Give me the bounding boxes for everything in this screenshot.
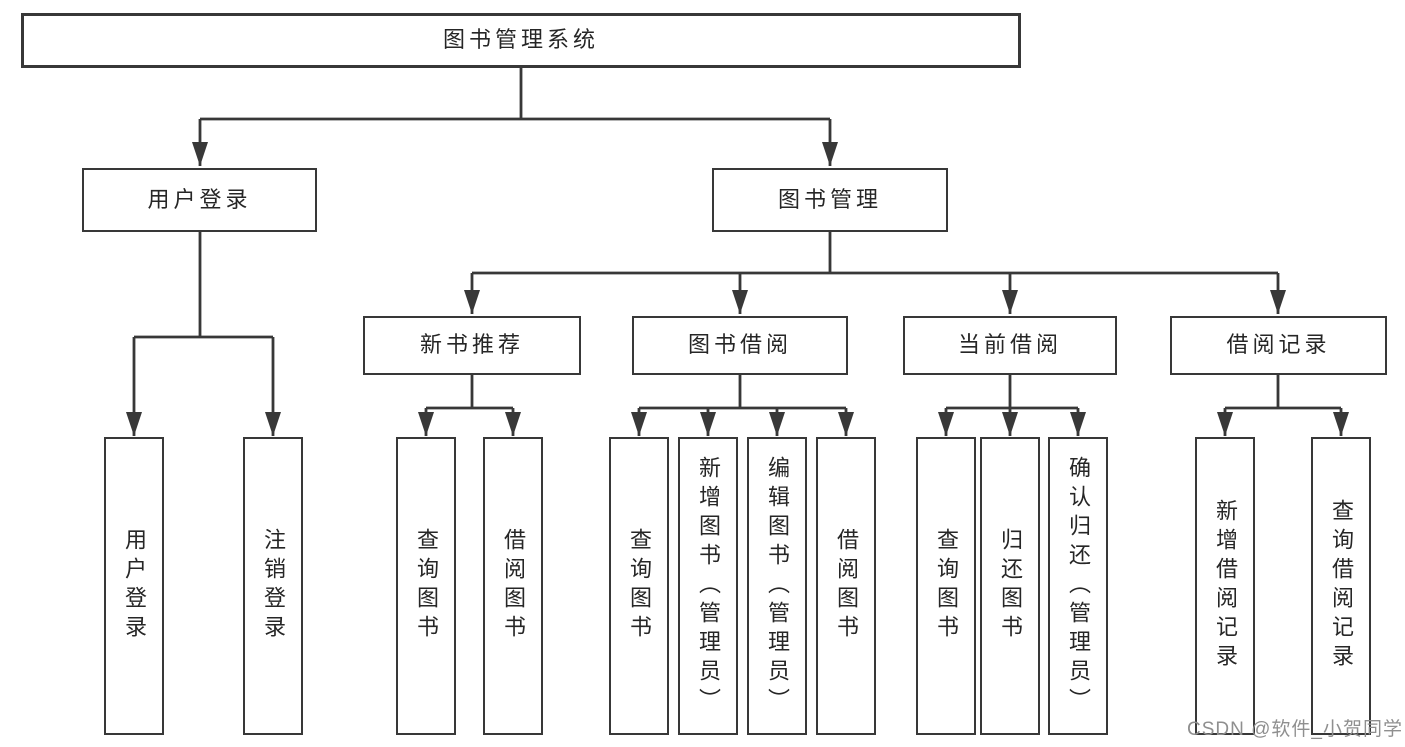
node-label: 查询图书 <box>414 528 439 644</box>
node-borrow-record: 借阅记录 <box>1170 316 1387 375</box>
node-label: 查询图书 <box>627 528 652 644</box>
node-leaf-borrow-book: 借阅图书 <box>816 437 876 735</box>
node-label: 新增图书（管理员） <box>696 455 721 717</box>
node-label: 新增借阅记录 <box>1213 499 1238 673</box>
node-label: 查询借阅记录 <box>1329 499 1354 673</box>
node-leaf-query-borrow-record: 查询借阅记录 <box>1311 437 1371 735</box>
node-leaf-logout: 注销登录 <box>243 437 303 735</box>
node-label: 图书管理系统 <box>442 27 599 53</box>
node-label: 当前借阅 <box>957 332 1062 358</box>
node-leaf-query-book: 查询图书 <box>609 437 669 735</box>
node-user-login: 用户登录 <box>82 168 317 232</box>
node-label: 借阅图书 <box>501 528 526 644</box>
node-leaf-edit-book-admin: 编辑图书（管理员） <box>747 437 807 735</box>
node-system-root: 图书管理系统 <box>21 13 1021 68</box>
node-label: 确认归还（管理员） <box>1066 455 1091 717</box>
watermark: CSDN @软件_小贺同学 <box>1187 719 1403 740</box>
node-label: 借阅记录 <box>1226 332 1331 358</box>
node-label: 新书推荐 <box>419 332 524 358</box>
node-label: 借阅图书 <box>834 528 859 644</box>
node-current-borrow: 当前借阅 <box>903 316 1117 375</box>
node-leaf-user-login: 用户登录 <box>104 437 164 735</box>
node-label: 查询图书 <box>934 528 959 644</box>
node-leaf-query-book: 查询图书 <box>396 437 456 735</box>
node-leaf-query-book: 查询图书 <box>916 437 976 735</box>
node-book-borrow: 图书借阅 <box>632 316 848 375</box>
node-label: 编辑图书（管理员） <box>765 455 790 717</box>
node-leaf-add-borrow-record: 新增借阅记录 <box>1195 437 1255 735</box>
node-leaf-confirm-return-admin: 确认归还（管理员） <box>1048 437 1108 735</box>
node-label: 图书借阅 <box>687 332 792 358</box>
node-book-management: 图书管理 <box>712 168 948 232</box>
node-leaf-add-book-admin: 新增图书（管理员） <box>678 437 738 735</box>
node-label: 归还图书 <box>998 528 1023 644</box>
node-label: 注销登录 <box>261 528 286 644</box>
node-new-book-recommend: 新书推荐 <box>363 316 581 375</box>
node-leaf-borrow-book: 借阅图书 <box>483 437 543 735</box>
node-label: 用户登录 <box>122 528 147 644</box>
node-label: 用户登录 <box>147 186 252 212</box>
node-leaf-return-book: 归还图书 <box>980 437 1040 735</box>
node-label: 图书管理 <box>777 186 882 212</box>
